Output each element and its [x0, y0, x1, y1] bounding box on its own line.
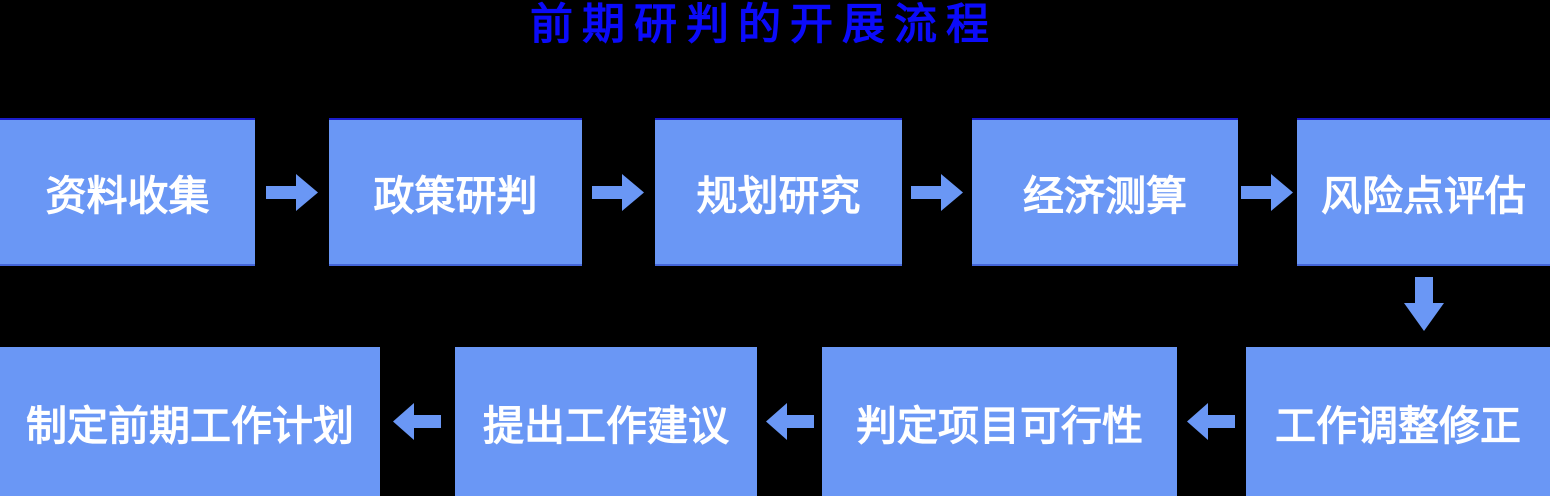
step-label: 工作调整修正: [1275, 401, 1521, 450]
step-label: 风险点评估: [1321, 172, 1526, 220]
diagram-title: 前期研判的开展流程: [530, 0, 998, 50]
step-label: 规划研究: [696, 172, 861, 220]
step-label: 判定项目可行性: [856, 401, 1143, 450]
step-box-work-adjustment: 工作调整修正: [1246, 347, 1550, 496]
step-label: 资料收集: [45, 172, 210, 220]
step-label: 制定前期工作计划: [26, 401, 354, 450]
step-label: 提出工作建议: [483, 401, 729, 450]
step-box-risk-assessment: 风险点评估: [1297, 118, 1550, 266]
arrow-left-icon-3: [1187, 403, 1235, 440]
arrow-right-icon-1: [266, 174, 318, 211]
arrow-left-icon-2: [766, 403, 814, 440]
arrow-right-icon-2: [592, 174, 644, 211]
step-box-work-suggestions: 提出工作建议: [455, 347, 757, 496]
step-box-policy-research: 政策研判: [329, 118, 582, 266]
arrow-right-icon-4: [1241, 174, 1293, 211]
arrow-right-icon-3: [911, 174, 963, 211]
step-box-economic-calculation: 经济测算: [972, 118, 1238, 266]
step-box-feasibility-determination: 判定项目可行性: [822, 347, 1177, 496]
step-label: 经济测算: [1023, 172, 1187, 220]
arrow-left-icon-1: [393, 403, 441, 440]
step-box-planning-research: 规划研究: [655, 118, 902, 266]
step-box-data-collection: 资料收集: [0, 118, 255, 266]
step-box-preliminary-work-plan: 制定前期工作计划: [0, 347, 380, 496]
step-label: 政策研判: [373, 172, 538, 220]
arrow-down-icon: [1404, 277, 1444, 331]
